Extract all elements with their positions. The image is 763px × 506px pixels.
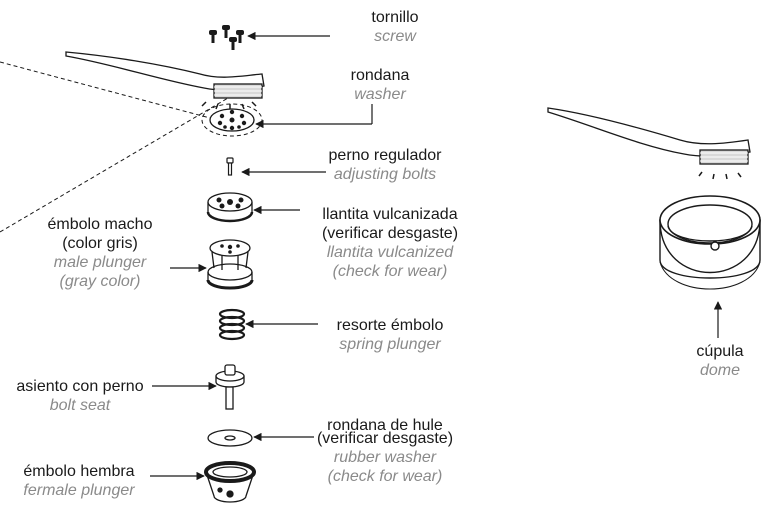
label-bolt-seat: asiento con perno bolt seat: [5, 377, 155, 415]
label-female-es: émbolo hembra: [23, 463, 135, 480]
label-rubber-washer: rondana de hule (verificar desgaste) rub…: [300, 416, 470, 486]
callout-arrows: [150, 31, 723, 481]
label-dome-en: dome: [699, 362, 741, 379]
label-washer-es: rondana: [350, 67, 410, 84]
label-spring-es: resorte émbolo: [336, 317, 444, 334]
label-vulcanized: llantita vulcanizada (verificar desgaste…: [300, 205, 480, 281]
screws-drawing: [209, 25, 244, 50]
label-male-en-2: (gray color): [59, 273, 141, 290]
label-rubber-en-1: rubber washer: [333, 449, 437, 466]
dome-drawing: [659, 195, 761, 290]
label-adjusting-es: perno regulador: [328, 147, 442, 164]
male-plunger-drawing: [206, 239, 254, 290]
label-washer-en: washer: [354, 86, 406, 103]
label-dome: cúpula dome: [680, 342, 760, 380]
label-screw: tornillo screw: [335, 8, 455, 46]
label-washer: rondana washer: [320, 66, 440, 104]
brush-right-drawing: [547, 107, 751, 180]
spring-drawing: [218, 308, 246, 341]
vulcanized-disc-drawing: [206, 192, 254, 223]
label-screw-en: screw: [374, 28, 416, 45]
label-female-plunger: émbolo hembra fermale plunger: [8, 462, 150, 500]
label-male-plunger: émbolo macho (color gris) male plunger (…: [35, 215, 165, 291]
label-bolt-seat-es: asiento con perno: [16, 378, 144, 395]
label-vulcanized-es-1: llantita vulcanizada: [322, 206, 458, 223]
label-male-es-2: (color gris): [62, 235, 138, 252]
label-female-en: fermale plunger: [23, 482, 135, 499]
washer-drawing: [209, 108, 255, 132]
label-spring: resorte émbolo spring plunger: [320, 316, 460, 354]
label-vulcanized-es-2: (verificar desgaste): [321, 225, 459, 242]
label-male-es-1: émbolo macho: [47, 216, 153, 233]
rubber-washer-drawing: [207, 429, 253, 447]
label-adjusting-bolts: perno regulador adjusting bolts: [300, 146, 470, 184]
label-male-en-1: male plunger: [53, 254, 147, 271]
label-vulcanized-en-1: llantita vulcanized: [326, 244, 454, 261]
bolt-seat-drawing: [215, 364, 245, 410]
label-vulcanized-en-2: (check for wear): [332, 263, 448, 280]
adjusting-bolt-drawing: [226, 157, 234, 176]
label-bolt-seat-en: bolt seat: [49, 397, 111, 414]
female-plunger-drawing: [204, 461, 256, 503]
label-screw-es: tornillo: [371, 9, 419, 26]
label-rubber-es-1: rondana de hule: [327, 417, 443, 434]
brush-left-drawing: [65, 51, 265, 110]
label-adjusting-en: adjusting bolts: [333, 166, 437, 183]
label-rubber-en-2: (check for wear): [327, 468, 443, 485]
label-spring-en: spring plunger: [339, 336, 441, 353]
label-dome-es: cúpula: [696, 343, 744, 360]
label-rubber-es-2: (verificar desgaste): [316, 430, 454, 447]
